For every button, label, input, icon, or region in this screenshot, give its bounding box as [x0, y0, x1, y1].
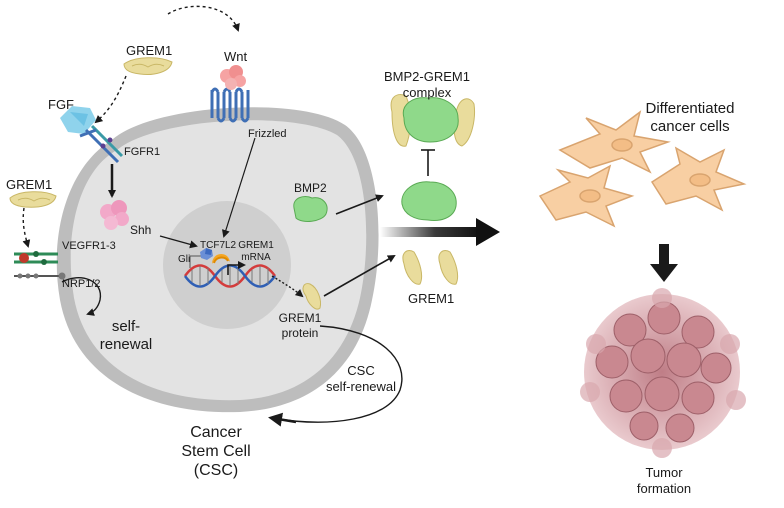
differentiated-label-line1: Differentiated: [645, 100, 735, 117]
grem1-dimer-icon: [402, 250, 459, 285]
cancer-stem-cell: [56, 107, 379, 413]
nrp-label: NRP1/2: [62, 278, 101, 290]
transcription-arrow: [227, 261, 246, 275]
grem1-out-arrow: [323, 255, 396, 297]
grem1-protein-label-line1: GREM1: [278, 311, 322, 325]
csc-self-renewal-label-line1: CSC: [347, 363, 375, 378]
bmp2-out-arrow: [335, 194, 384, 215]
grem1-protein-icon: [302, 283, 321, 310]
fgf-protein-icon: [60, 106, 96, 134]
bmp2-grem1-complex-icon: [390, 94, 475, 147]
bmp2-cell-label: BMP2: [294, 181, 327, 195]
grem1-top-icon: [123, 57, 173, 75]
tumor-icon: [580, 288, 746, 458]
wnt-label: Wnt: [224, 49, 248, 64]
bmp2-free-icon: [401, 181, 457, 221]
differentiated-cancer-cells-icon: [538, 110, 747, 228]
mrna-to-protein-arrow: [271, 275, 304, 298]
wnt-protein-icon: [220, 65, 246, 90]
csc-self-renewal-curve: [271, 325, 403, 423]
grem1-right-label: GREM1: [408, 291, 455, 306]
grem1-to-vegfr-arrow: [22, 207, 31, 248]
vegfr-receptor-icon: [14, 251, 58, 265]
gli-label: Gli: [178, 254, 191, 265]
shh-label: Shh: [130, 223, 152, 237]
inhibition-symbol: [421, 149, 435, 176]
frizzled-receptor-icon: [210, 87, 250, 123]
grem1-to-fgf-arrow: [94, 75, 127, 124]
gli-inhibit-line: [189, 255, 203, 268]
frizzled-to-tcf7l2-arrow: [221, 137, 256, 238]
self-renewal-label-line1: self-: [111, 318, 141, 335]
csc-self-renewal-arrowhead: [268, 412, 297, 427]
grem1-mrna-label-line1: GREM1: [238, 240, 274, 251]
complex-label-line1: BMP2-GREM1: [384, 69, 470, 84]
cancer-stem-cell-label-line2: Stem Cell: [181, 443, 251, 460]
grem1-to-wnt-arrow: [167, 5, 240, 32]
tumor-arrow: [650, 244, 678, 282]
tcf7l2-label: TCF7L2: [200, 240, 237, 251]
tumor-label-line1: Tumor: [645, 465, 683, 480]
frizzled-label: Frizzled: [248, 128, 287, 140]
shh-protein-icon: [100, 200, 129, 230]
fgfr1-receptor-icon: [79, 124, 124, 164]
grem1-protein-label-line2: protein: [281, 326, 319, 340]
gli-protein-icon: [200, 248, 213, 260]
nrp-receptor-icon: [14, 272, 66, 280]
grem1-left-label: GREM1: [6, 177, 53, 192]
vegfr-label: VEGFR1-3: [62, 240, 116, 252]
grem1-top-label: GREM1: [126, 43, 173, 58]
cancer-stem-cell-label-line1: Cancer: [190, 424, 242, 441]
csc-self-renewal-label-line2: self-renewal: [325, 379, 397, 394]
self-renewal-arrow: [61, 277, 102, 316]
bmp2-protein-icon: [293, 195, 328, 222]
cancer-stem-cell-label-line3: (CSC): [193, 462, 239, 479]
shh-to-gli-arrow: [159, 235, 198, 249]
tumor-label-line2: formation: [636, 481, 692, 496]
fgfr1-label: FGFR1: [124, 146, 161, 158]
grem1-left-icon: [9, 191, 57, 208]
tcf7l2-icon: [212, 253, 230, 264]
fgf-label: FGF: [48, 97, 74, 112]
complex-label-line2: complex: [402, 85, 452, 100]
self-renewal-label-line2: renewal: [99, 336, 153, 353]
differentiation-arrow: [380, 218, 500, 246]
differentiated-label-line2: cancer cells: [650, 118, 730, 135]
grem1-mrna-label-line2: mRNA: [241, 252, 271, 263]
